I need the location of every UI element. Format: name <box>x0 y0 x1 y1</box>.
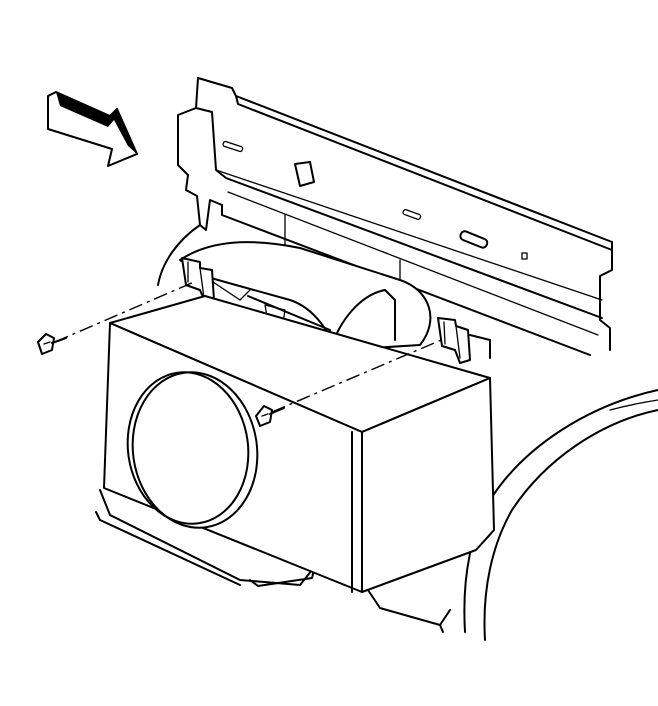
alignment-line <box>271 337 447 413</box>
arrow-shadow <box>56 92 137 154</box>
vehicle-body-panel <box>177 77 613 356</box>
view-direction-arrow <box>47 91 138 167</box>
speaker-cone <box>126 371 259 529</box>
panel-tab <box>294 161 315 187</box>
screw-left <box>37 281 195 355</box>
screw-icon <box>37 333 67 355</box>
enclosure-rear <box>179 241 432 351</box>
panel-slot <box>222 140 244 153</box>
alignment-line <box>54 281 195 343</box>
screw-icon <box>255 405 285 427</box>
panel-hole <box>521 252 528 260</box>
mounting-bracket-right <box>437 317 491 364</box>
screw-right <box>255 337 447 427</box>
panel-slot <box>459 230 489 249</box>
wheelhouse-liner <box>95 224 658 641</box>
panel-slot <box>402 208 422 220</box>
